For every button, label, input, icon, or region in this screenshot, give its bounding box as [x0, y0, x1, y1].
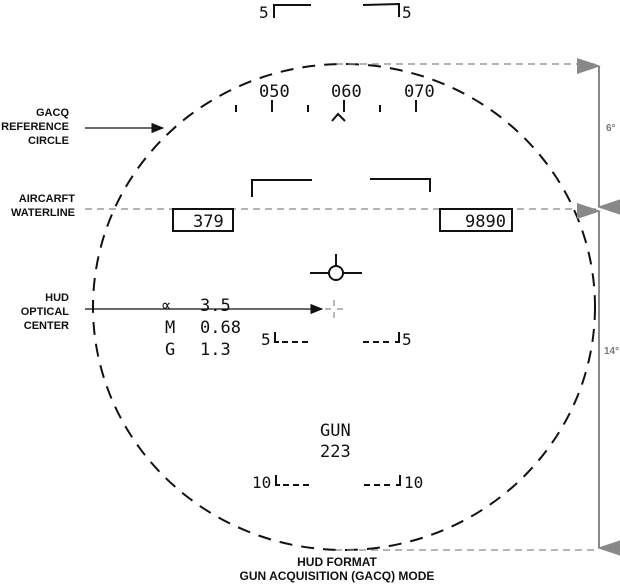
pitch-bar-top-right	[362, 2, 400, 17]
dimension-label-6deg: 6°	[606, 123, 616, 134]
caption-line-2: GUN ACQUISITION (GACQ) MODE	[240, 569, 435, 583]
velocity-vector-icon	[310, 254, 362, 281]
pitch-ladder-minus10: 10 10	[252, 473, 423, 492]
airspeed-box	[172, 208, 234, 232]
mach-value: 0.68	[200, 318, 241, 338]
dimension-label-14deg: 14°	[604, 346, 619, 357]
weapon-mode: GUN	[320, 421, 351, 441]
pitch-label-top-left: 5	[259, 3, 269, 22]
callout-waterline: AIRCARFT WATERLINE	[11, 193, 75, 219]
svg-text:GACQ: GACQ	[36, 107, 69, 119]
horizon-bar-left	[251, 179, 312, 197]
optical-center-cross-icon	[325, 300, 343, 318]
flight-data-block: ∝ 3.5 M 0.68 G 1.3	[161, 296, 241, 360]
altitude-value: 9890	[465, 212, 506, 232]
g-label: G	[165, 340, 175, 360]
pitch-label-low-left: 10	[252, 473, 271, 492]
pitch-label-mid-right: 5	[402, 330, 412, 349]
horizon-bar-right	[370, 178, 431, 192]
heading-label-060: 060	[331, 82, 362, 102]
callout-optical-center: HUD OPTICAL CENTER	[21, 292, 324, 332]
alpha-value: 3.5	[200, 296, 231, 316]
alpha-symbol: ∝	[161, 296, 171, 316]
svg-text:OPTICAL: OPTICAL	[21, 306, 70, 318]
svg-text:CIRCLE: CIRCLE	[28, 135, 69, 147]
heading-tape: 050 060 070	[235, 82, 435, 122]
svg-text:HUD: HUD	[45, 292, 69, 304]
svg-text:WATERLINE: WATERLINE	[11, 207, 75, 219]
heading-caret-icon	[331, 112, 346, 122]
heading-label-050: 050	[259, 82, 290, 102]
svg-text:AIRCARFT: AIRCARFT	[19, 193, 75, 205]
callout-gacq-circle: GACQ REFERENCE CIRCLE	[1, 107, 165, 147]
altitude-box	[439, 208, 513, 232]
pitch-label-top-right: 5	[402, 3, 412, 22]
caption-line-1: HUD FORMAT	[297, 555, 377, 569]
g-value: 1.3	[200, 340, 231, 360]
pitch-label-low-right: 10	[404, 473, 423, 492]
pitch-label-mid-left: 5	[261, 330, 271, 349]
svg-text:REFERENCE: REFERENCE	[1, 121, 69, 133]
heading-label-070: 070	[404, 82, 435, 102]
pitch-ladder-minus5: 5 5	[261, 330, 412, 349]
rounds-remaining: 223	[320, 442, 351, 462]
mach-label: M	[165, 318, 175, 338]
airspeed-value: 379	[193, 212, 224, 232]
pitch-ladder-top: 5 5	[259, 2, 412, 22]
svg-text:CENTER: CENTER	[24, 320, 69, 332]
pitch-bar-top-left	[273, 4, 311, 18]
